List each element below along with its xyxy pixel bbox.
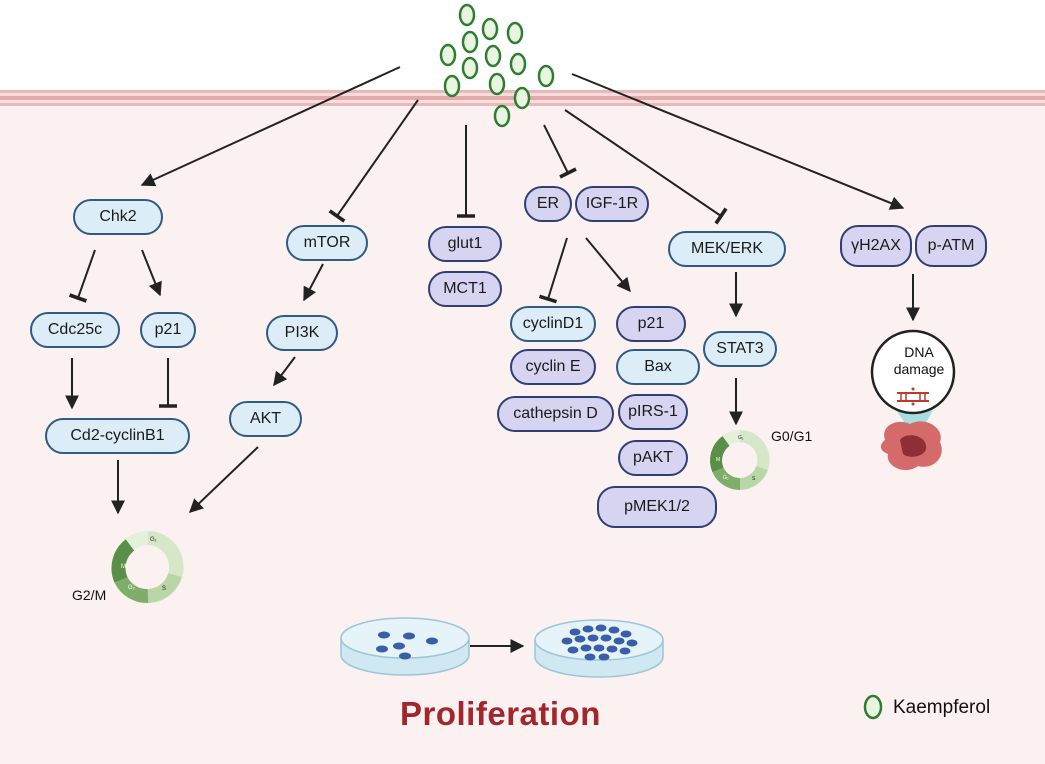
petri-dish-before xyxy=(340,617,470,676)
node-pmek12: pMEK1/2 xyxy=(597,486,717,528)
node-p-atm: p-ATM xyxy=(915,225,987,267)
kaempferol-molecule-icon xyxy=(513,86,531,110)
node-cyclind1: cyclinD1 xyxy=(510,306,596,342)
petri-dish-after xyxy=(534,619,664,678)
node-bax: Bax xyxy=(616,349,700,385)
node-glut1: glut1 xyxy=(428,226,502,262)
node-pirs1: pIRS-1 xyxy=(618,394,688,430)
proliferation-title: Proliferation xyxy=(400,695,601,732)
cell-cycle-ring-right: G₁ S G₂ M xyxy=(710,430,770,491)
cell-cycle-ring-left: G₁ S G₂ M xyxy=(111,531,184,603)
kaempferol-molecule-icon xyxy=(488,72,506,96)
label-g0g1: G0/G1 xyxy=(771,428,813,444)
node-cdc25c: Cdc25c xyxy=(30,312,120,348)
inhibit-cyclind1 xyxy=(538,237,568,304)
svg-text:M: M xyxy=(121,564,126,570)
dna-damage-icon xyxy=(870,329,956,471)
arrow-to-gamma-h2ax xyxy=(571,73,905,210)
arrow-akt-to-g2m xyxy=(188,446,259,513)
svg-text:G₂: G₂ xyxy=(128,585,136,591)
node-cd2-cyclinb1: Cd2-cyclinB1 xyxy=(45,418,190,454)
kaempferol-molecule-icon xyxy=(443,74,461,98)
arrow-to-chk2 xyxy=(140,66,401,187)
kaempferol-molecule-icon xyxy=(493,104,511,128)
node-cathepsin-d: cathepsin D xyxy=(497,396,614,432)
arrow-to-p21-left xyxy=(141,249,162,297)
arrow-mtor-to-pi3k xyxy=(303,263,324,302)
node-p21-left: p21 xyxy=(140,312,196,348)
inhibit-cdc25c xyxy=(68,249,96,303)
kaempferol-molecule-icon xyxy=(439,43,457,67)
node-stat3: STAT3 xyxy=(703,331,777,367)
svg-text:S: S xyxy=(752,476,756,482)
svg-text:G₂: G₂ xyxy=(723,475,729,481)
label-g2m: G2/M xyxy=(72,587,107,603)
kaempferol-molecule-icon xyxy=(461,56,479,80)
kaempferol-molecule-icon xyxy=(509,52,527,76)
kaempferol-molecule-icon xyxy=(458,3,476,27)
kaempferol-molecule-icon xyxy=(537,64,555,88)
svg-text:M: M xyxy=(716,457,720,463)
node-akt: AKT xyxy=(229,401,302,437)
kaempferol-molecule-icon xyxy=(461,30,479,54)
node-er: ER xyxy=(524,186,572,222)
dna-damage-label: DNA damage xyxy=(883,344,955,378)
node-pi3k: PI3K xyxy=(266,315,338,351)
kaempferol-molecule-cluster xyxy=(439,3,555,128)
svg-text:G₁: G₁ xyxy=(738,435,744,441)
node-mek-erk: MEK/ERK xyxy=(668,231,786,267)
svg-text:S: S xyxy=(162,586,166,592)
arrow-pi3k-to-akt xyxy=(273,356,296,387)
kaempferol-molecule-icon xyxy=(484,44,502,68)
node-mct1: MCT1 xyxy=(428,271,502,307)
dna-damage-line1: DNA xyxy=(904,344,934,360)
svg-text:G₁: G₁ xyxy=(150,537,157,543)
node-gamma-h2ax: γH2AX xyxy=(840,225,912,267)
inhibit-mek-erk xyxy=(564,109,728,225)
node-p21-right: p21 xyxy=(616,306,686,342)
kaempferol-molecule-icon xyxy=(506,21,524,45)
node-igf1r: IGF-1R xyxy=(575,186,649,222)
node-mtor: mTOR xyxy=(286,225,368,261)
arrow-to-p21-right xyxy=(585,237,631,293)
node-pakt: pAKT xyxy=(618,440,688,476)
node-cycline: cyclin E xyxy=(510,349,596,385)
legend-kaempferol-label: Kaempferol xyxy=(893,697,991,718)
inhibit-er xyxy=(543,124,577,179)
inhibit-mtor xyxy=(328,99,419,223)
node-chk2: Chk2 xyxy=(73,199,163,235)
kaempferol-molecule-icon xyxy=(481,17,499,41)
kaempferol-legend-icon xyxy=(863,694,883,720)
dna-damage-line2: damage xyxy=(893,361,945,377)
